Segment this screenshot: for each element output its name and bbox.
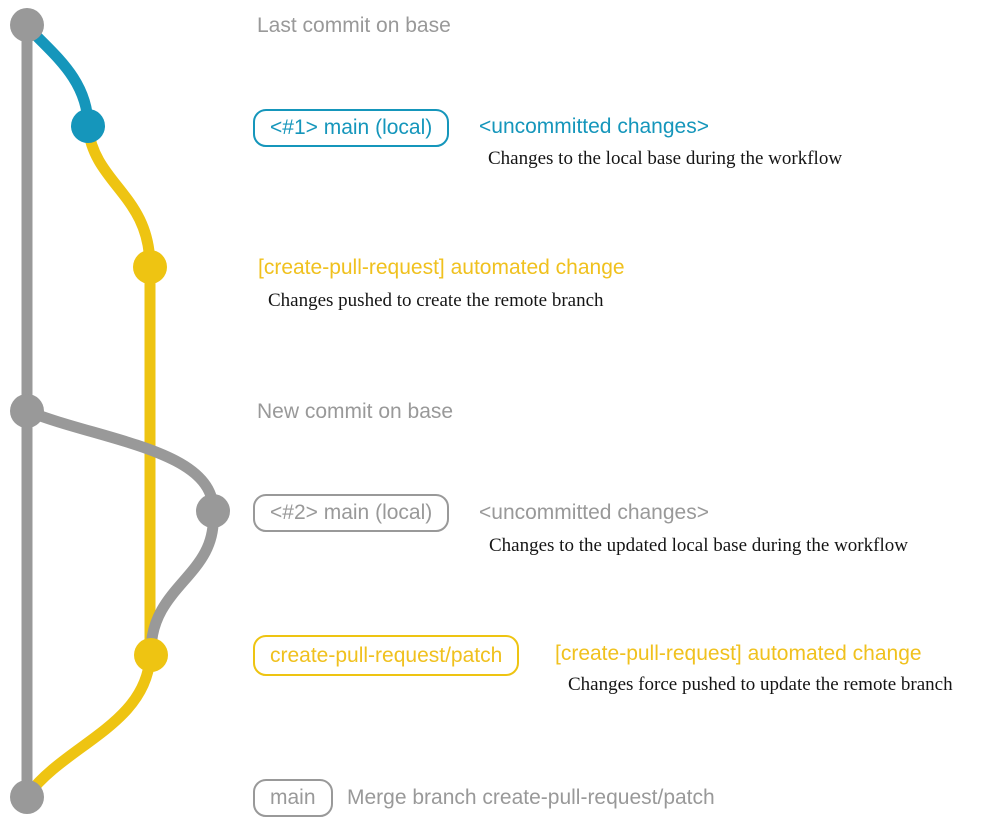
branch-badge-main-local-2: <#2> main (local) [253,494,450,532]
commit-caption-uncommitted-1: Changes to the local base during the wor… [488,148,843,169]
commit-node-main-local-2 [196,494,230,528]
commit-node-main-local-1 [71,109,105,143]
branch-badge-patch: create-pull-request/patch [253,635,520,676]
row-title-last-commit: Last commit on base [257,14,451,37]
commit-node-new-base [10,394,44,428]
commit-heading-uncommitted-1: <uncommitted changes> [479,115,709,138]
commit-heading-uncommitted-2: <uncommitted changes> [479,501,709,524]
commit-node-last-base [10,8,44,42]
branch-badge-main: main [253,779,333,817]
commit-caption-automated-2: Changes force pushed to update the remot… [568,674,953,695]
branch-badge-main-local-1: <#1> main (local) [253,109,450,147]
commit-heading-automated-1: [create-pull-request] automated change [258,256,625,279]
row-title-new-commit: New commit on base [257,400,454,423]
edge-force-push [145,507,219,656]
commit-heading-merge: Merge branch create-pull-request/patch [347,786,715,809]
commit-caption-uncommitted-2: Changes to the updated local base during… [489,535,908,556]
commit-caption-automated-1: Changes pushed to create the remote bran… [268,290,604,311]
commit-node-merge [10,780,44,814]
edge-create-remote-branch [82,122,156,273]
commit-node-automated-1 [133,250,167,284]
edge-uncommitted-2 [21,405,219,515]
commit-heading-automated-2: [create-pull-request] automated change [555,642,922,665]
edge-merge-to-base [22,652,156,801]
edge-uncommitted-1 [22,21,94,132]
commit-graph [10,8,230,814]
commit-node-automated-2 [134,638,168,672]
